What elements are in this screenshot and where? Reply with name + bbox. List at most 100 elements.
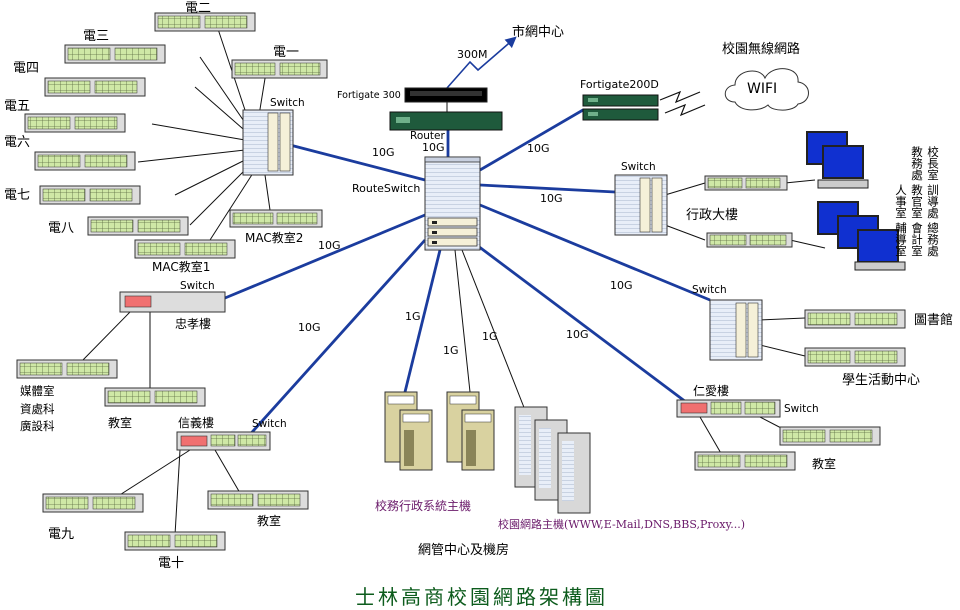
router-link-label: 10G — [422, 141, 445, 154]
office-label: 校長室 — [926, 145, 940, 180]
switch-dian9 — [42, 493, 144, 513]
label-dian2: 電二 — [185, 1, 211, 16]
switch-dian10 — [124, 531, 226, 551]
admin-building-label: 行政大樓 — [686, 208, 738, 223]
xinyi-switch-label: Switch — [252, 418, 287, 430]
library-switch-label: Switch — [692, 284, 727, 296]
xinyi-link-label: 10G — [298, 321, 321, 334]
office-label: 總務處 — [926, 221, 940, 257]
library-port-switches — [804, 309, 906, 367]
renai-port-switches — [694, 426, 881, 471]
server2-label: 校園網路主機(WWW,E-Mail,DNS,BBS,Proxy...) — [498, 517, 745, 531]
zhongxiao-switch — [119, 291, 226, 313]
admin-system-server — [384, 391, 495, 471]
elec-link-label: 10G — [372, 146, 395, 159]
label-dian1: 電一 — [273, 45, 299, 60]
server2-link-label-a: 1G — [443, 344, 459, 357]
port-switches-electrical — [24, 12, 328, 259]
admin-switch-label: Switch — [621, 161, 656, 173]
switch-dian6 — [34, 151, 136, 171]
zhongxiao-room-label: 媒體室 — [20, 384, 55, 398]
zhongxiao-switch-label: Switch — [180, 280, 215, 292]
zhongxiao-link-label: 10G — [318, 239, 341, 252]
switch-dian3 — [64, 44, 166, 64]
admin-switch — [614, 174, 668, 236]
switch-dian8 — [87, 216, 189, 236]
switch-renai-b — [694, 451, 796, 471]
switch-xinyi-class — [207, 490, 309, 510]
switch-dian7 — [39, 185, 141, 205]
city-network-label: 市網中心 — [512, 24, 564, 40]
office-label: 人事室 — [894, 184, 908, 219]
zhongxiao-room-label: 資處科 — [20, 402, 55, 416]
fortigate300-label: Fortigate 300 — [337, 90, 401, 101]
wireless-network-label: 校園無線網路 — [722, 41, 800, 57]
renai-label: 仁愛樓 — [693, 383, 729, 398]
office-label: 會計室 — [910, 221, 924, 256]
wifi-label: WIFI — [747, 81, 777, 97]
page-title: 士林高商校園網路架構圖 — [355, 585, 608, 609]
switch-renai-a — [779, 426, 881, 446]
electrical-switch — [242, 109, 294, 176]
label-dian8: 電八 — [48, 221, 74, 236]
renai-switch-label: Switch — [784, 403, 819, 415]
fortigate200d-label: Fortigate200D — [580, 78, 659, 91]
office-label: 輔導室 — [894, 221, 908, 256]
switch-mac1 — [134, 239, 236, 259]
student-center-label: 學生活動中心 — [842, 373, 920, 388]
xinyi-label: 信義樓 — [178, 415, 214, 430]
renai-link-label: 10G — [566, 328, 589, 341]
switch-admin-2 — [706, 232, 793, 248]
route-switch-label: RouteSwitch — [352, 182, 420, 195]
switch-student-center — [804, 347, 906, 367]
server1-label: 校務行政系統主機 — [375, 498, 471, 513]
zhongxiao-label: 忠孝樓 — [175, 316, 211, 331]
label-dian3: 電三 — [83, 29, 109, 44]
label-dian10: 電十 — [158, 556, 184, 571]
zhongxiao-room-label: 廣設科 — [20, 419, 55, 433]
library-label: 圖書館 — [914, 313, 953, 328]
network-server — [514, 406, 591, 514]
fortigate300-device — [404, 87, 488, 103]
router-device — [389, 111, 503, 131]
switch-dian2 — [154, 12, 256, 32]
switch-dian4 — [44, 77, 146, 97]
fortigate200d-link-label: 10G — [527, 142, 550, 155]
office-labels: 校長室 教務處 訓導處 教官室 總務處 會計室 人事室 輔導室 — [894, 145, 940, 257]
server2-link-label-b: 1G — [482, 330, 498, 343]
zhongxiao-port-switches — [16, 359, 206, 407]
switch-admin-1 — [704, 175, 788, 191]
uplink-speed-label: 300M — [457, 48, 488, 61]
label-dian6: 電六 — [4, 135, 30, 150]
wireless-zigzag-2 — [664, 103, 706, 117]
computer-icon — [806, 131, 906, 271]
office-label: 教務處 — [910, 145, 924, 181]
xinyi-port-switches — [42, 490, 309, 551]
switch-dian5 — [24, 113, 126, 133]
uplink-line — [446, 36, 517, 89]
label-dian7: 電七 — [4, 188, 30, 203]
backbone-links — [224, 108, 711, 441]
switch-library — [804, 309, 906, 329]
label-mac1: MAC教室1 — [152, 259, 210, 274]
switch-media — [16, 359, 118, 379]
label-dian4: 電四 — [13, 61, 39, 76]
router-label: Router — [410, 130, 445, 142]
office-label: 教官室 — [910, 183, 924, 218]
datacenter-label: 網管中心及機房 — [418, 542, 509, 558]
xinyi-class-label: 教室 — [257, 513, 281, 528]
label-dian9: 電九 — [48, 527, 74, 542]
label-dian5: 電五 — [4, 99, 30, 114]
route-switch — [424, 156, 481, 251]
xinyi-switch — [176, 431, 271, 451]
switch-zhongxiao-class — [104, 387, 206, 407]
library-link-label: 10G — [610, 279, 633, 292]
zhongxiao-class-label: 教室 — [108, 415, 132, 430]
renai-switch — [676, 399, 781, 418]
renai-class-label: 教室 — [812, 456, 836, 471]
fortigate200d-device — [582, 94, 659, 121]
office-label: 訓導處 — [926, 183, 940, 219]
switch-mac2 — [229, 209, 323, 228]
electrical-switch-label: Switch — [270, 97, 305, 109]
